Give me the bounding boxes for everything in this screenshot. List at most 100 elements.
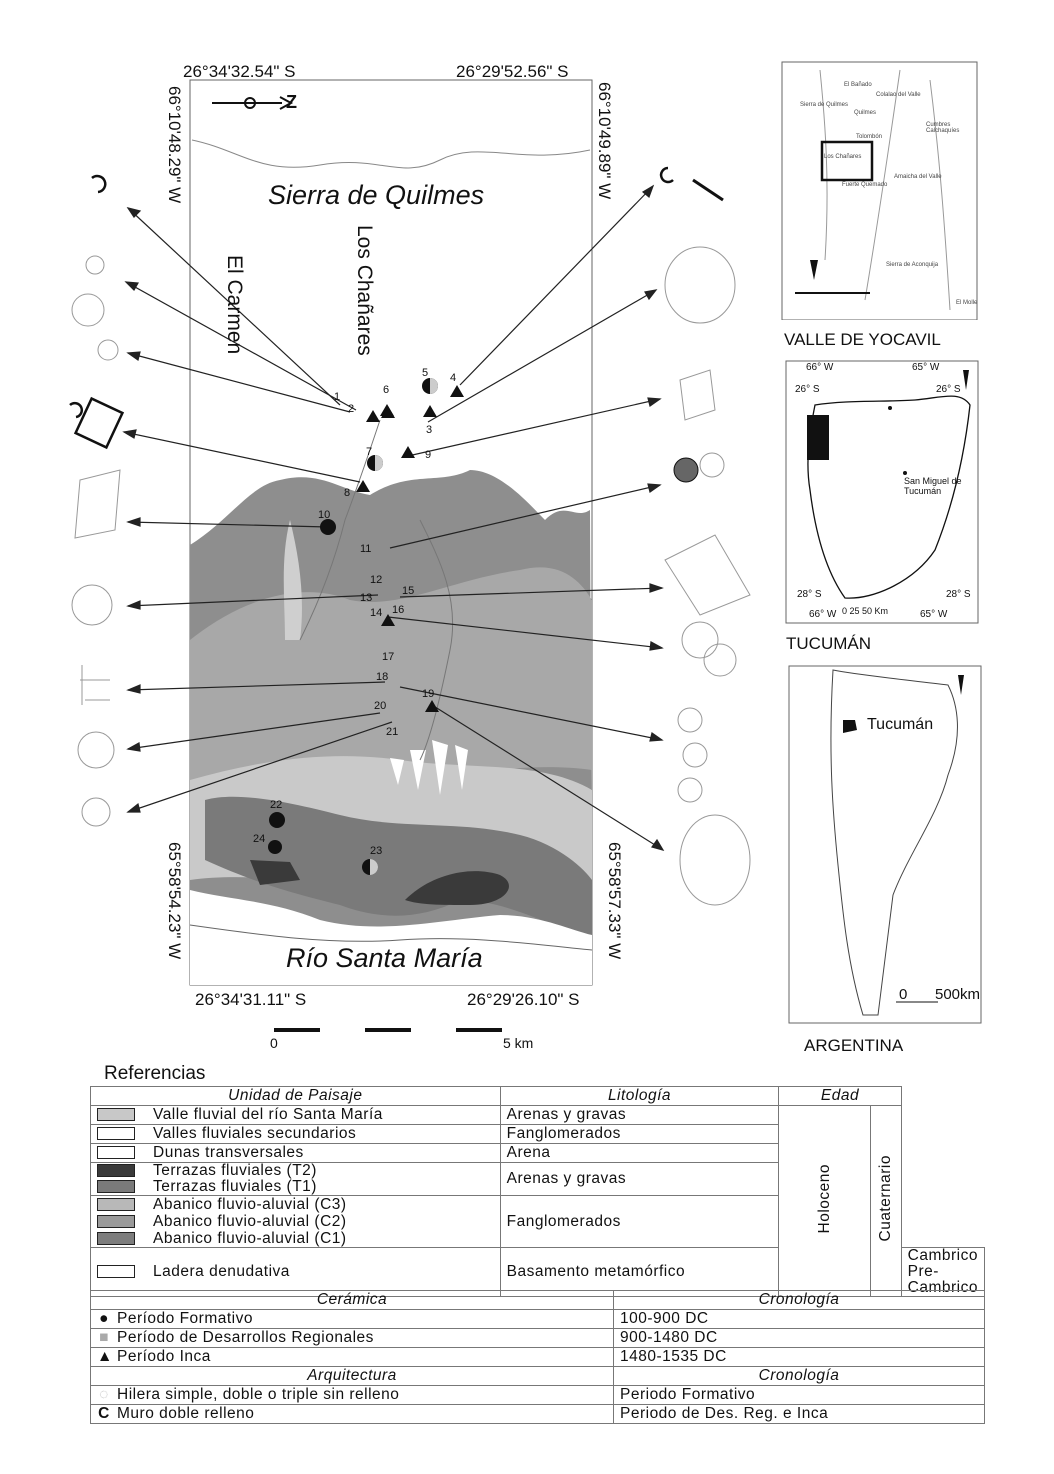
tuc-tl-lat: 26° S (795, 384, 820, 395)
svg-text:22: 22 (270, 799, 282, 811)
site-markers (268, 378, 464, 875)
coord-left-bottom: 65°58'54.23" W (165, 842, 184, 960)
hdr-lith: Litología (499, 1086, 780, 1106)
site-10-circle (320, 519, 336, 535)
svg-text:2: 2 (348, 403, 354, 415)
scale-zero: 0 (270, 1035, 278, 1051)
svg-text:7: 7 (366, 446, 372, 458)
hdr-cronologia-2: Cronología (613, 1366, 985, 1386)
site-24-circle (268, 840, 282, 854)
references-title: Referencias (104, 1063, 206, 1084)
coord-top-left: 26°34'32.54" S (183, 62, 296, 81)
svg-text:11: 11 (360, 543, 371, 555)
unit-t2-a (405, 871, 509, 905)
coord-left-top: 66°10'48.29" W (165, 86, 184, 204)
site-9-triangle (401, 446, 415, 458)
inset-argentina-caption: ARGENTINA (804, 1036, 904, 1055)
hdr-unit: Unidad de Paisaje (90, 1086, 501, 1106)
site-4-triangle (450, 385, 464, 397)
argentina-tucuman-label: Tucumán (867, 716, 934, 733)
inset-yocavil-map (781, 61, 978, 320)
coord-right-bottom: 65°58'57.33" W (605, 842, 624, 960)
table-row: ◌Hilera simple, doble o triple sin relle… (90, 1385, 985, 1405)
valle-secundario (283, 520, 302, 640)
inset-tucuman-map (785, 360, 979, 624)
site-3-triangle (423, 405, 437, 417)
inset-argentina-map (788, 665, 982, 1024)
coord-top-right: 26°29'52.56" S (456, 62, 569, 81)
table-row: Abanico fluvio-aluvial (C3)Abanico fluvi… (90, 1195, 985, 1248)
argentina-scale-zero: 0 (899, 986, 908, 1003)
site-6-triangle (381, 406, 395, 418)
architecture-sketches (69, 166, 751, 906)
north-label: Z (286, 92, 297, 112)
sierra-outline (191, 139, 591, 169)
svg-text:16: 16 (392, 604, 404, 616)
site-1-triangle (366, 410, 380, 422)
hdr-cronologia-1: Cronología (613, 1290, 985, 1310)
svg-text:15: 15 (402, 585, 414, 597)
svg-text:13: 13 (360, 592, 372, 604)
table-row: Terrazas fluviales (T2)Terrazas fluviale… (90, 1162, 985, 1196)
svg-text:18: 18 (376, 671, 388, 683)
tuc-br-lat: 28° S (946, 589, 971, 600)
landscape-table: Unidad de Paisaje Litología Edad Valle f… (90, 1086, 986, 1297)
svg-text:23: 23 (370, 845, 382, 857)
hdr-ceramica: Cerámica (90, 1290, 614, 1310)
svg-text:19: 19 (422, 688, 434, 700)
los-chanares-label: Los Chañares (353, 225, 376, 356)
inset-tucuman-caption: TUCUMÁN (786, 634, 871, 653)
argentina-scale-end: 500km (935, 986, 981, 1003)
inset-tucuman-highlight (807, 415, 829, 460)
svg-text:5: 5 (422, 367, 428, 379)
svg-text:1: 1 (334, 391, 340, 403)
hdr-arquitectura: Arquitectura (90, 1366, 614, 1386)
coord-bottom-right: 26°29'26.10" S (467, 990, 580, 1009)
tuc-city: San Miguel de Tucumán (904, 476, 962, 496)
age-cuaternario: Cuaternario (876, 1155, 894, 1242)
svg-text:6: 6 (383, 384, 389, 396)
unit-t2-b (250, 860, 300, 885)
svg-text:4: 4 (450, 372, 456, 384)
tuc-bl-lon: 66° W (809, 609, 837, 620)
north-arrow (212, 96, 294, 110)
svg-text:12: 12 (370, 574, 382, 586)
svg-text:20: 20 (374, 700, 386, 712)
svg-text:14: 14 (370, 607, 382, 619)
svg-text:9: 9 (425, 449, 431, 461)
rio-label: Río Santa María (286, 943, 483, 973)
tuc-tr-lat: 26° S (936, 384, 961, 395)
tuc-scale: 0 25 50 Km (842, 606, 889, 616)
svg-text:17: 17 (382, 651, 394, 663)
age-cambrico: Cambrico (907, 1247, 978, 1264)
inset-yocavil-highlight (820, 140, 874, 182)
svg-text:24: 24 (253, 833, 265, 845)
site-19-triangle (425, 700, 439, 712)
tuc-br-lon: 65° W (920, 609, 948, 620)
scale-end: 5 km (503, 1035, 534, 1051)
inset-yocavil-labels: El Bañado Quilmes Colalao del Valle Tolo… (800, 82, 978, 306)
coord-bottom-left: 26°34'31.11" S (195, 990, 307, 1009)
site-14-triangle (381, 614, 395, 626)
hdr-age: Edad (778, 1086, 902, 1106)
tuc-tl-lon: 66° W (806, 362, 834, 373)
inset-yocavil-caption: VALLE DE YOCAVIL (784, 330, 941, 349)
svg-text:8: 8 (344, 487, 350, 499)
el-carmen-label: El Carmen (223, 255, 246, 355)
svg-text:21: 21 (386, 726, 398, 738)
tuc-tr-lon: 65° W (912, 362, 940, 373)
svg-text:3: 3 (426, 424, 432, 436)
unit-rio-bed (190, 890, 592, 985)
argentina-tucuman-highlight (843, 720, 857, 733)
age-holoceno: Holoceno (815, 1163, 833, 1234)
sierra-label: Sierra de Quilmes (268, 180, 485, 210)
tuc-bl-lat: 28° S (797, 589, 822, 600)
